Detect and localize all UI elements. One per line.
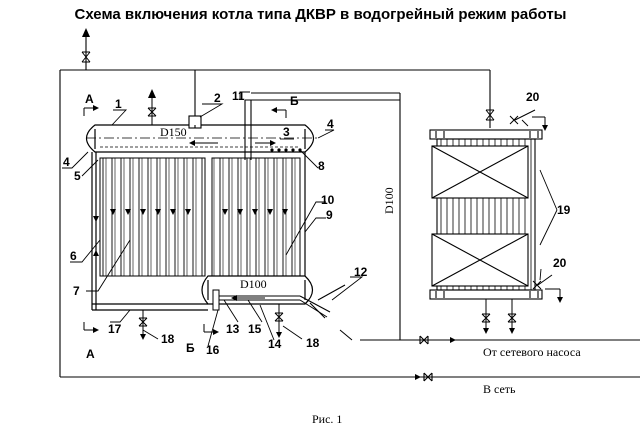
vent-top-arrow-icon (542, 125, 548, 131)
section-marks (83, 105, 287, 335)
bottom-collector-17 (92, 303, 208, 311)
label-d100-pipe: D100 (382, 187, 396, 214)
section-b-bottom: Б (186, 341, 195, 355)
callout-18-right: 18 (306, 336, 320, 350)
callout-14: 14 (268, 337, 282, 351)
air-vent-20-top (509, 109, 546, 127)
label-from-pump: От сетевого насоса (483, 345, 581, 359)
tube-flow-arrows (110, 209, 288, 215)
drain-valve-left (138, 310, 148, 335)
downcomer-arrow-down (93, 250, 99, 256)
return-pipe-elbow (339, 329, 353, 341)
callout-19: 19 (557, 203, 571, 217)
hx-drain1-arrow-icon (483, 328, 489, 334)
callout-2: 2 (214, 91, 221, 105)
section-a-bottom: А (86, 347, 95, 361)
top-arrow-icon (82, 28, 90, 37)
hx-top-valve (485, 109, 495, 121)
callout-5: 5 (74, 169, 81, 183)
pump-line (419, 335, 429, 345)
hx-drain2-arrow-icon (509, 328, 515, 334)
callout-8: 8 (318, 159, 325, 173)
inner-pipe-15 (212, 289, 331, 318)
network-line (60, 372, 640, 382)
drain-right-arrow-icon (276, 332, 282, 338)
section-b-top: Б (290, 94, 299, 108)
heat-exchanger-19 (429, 129, 543, 300)
separator-2 (188, 115, 202, 129)
vent-valve-top (81, 51, 91, 63)
callout-11: 11 (232, 89, 245, 103)
inlet-12 (309, 284, 346, 319)
callout-20-top: 20 (526, 90, 540, 104)
drain-left-arrow-icon (140, 334, 146, 340)
callout-leaders (62, 91, 558, 347)
tube-bank-right (211, 157, 301, 277)
callout-7: 7 (73, 284, 80, 298)
drum-vent (147, 96, 157, 125)
air-vent-20-bottom (532, 274, 561, 300)
callout-17: 17 (108, 322, 122, 336)
callout-10: 10 (321, 193, 335, 207)
diagram-title: Схема включения котла типа ДКВР в водогр… (74, 6, 567, 23)
callout-15: 15 (248, 322, 262, 336)
label-d150: D150 (160, 125, 187, 139)
callout-18-left: 18 (161, 332, 175, 346)
section-a-top: А (85, 92, 94, 106)
callout-9: 9 (326, 208, 333, 222)
vent-bottom-arrow-icon (557, 297, 563, 303)
inlet-pipe-11 (244, 92, 640, 341)
callout-3: 3 (283, 125, 290, 139)
callout-numbers: 1 2 3 4 4 5 6 7 8 9 10 11 12 13 14 15 16… (63, 89, 571, 357)
figure-caption: Рис. 1 (312, 412, 342, 426)
hx-bottom-valves (481, 299, 517, 330)
callout-4-left: 4 (63, 155, 70, 169)
label-to-network: В сеть (483, 382, 516, 396)
downcomer-arrow-up (93, 216, 99, 222)
drum-vent-arrow-icon (148, 89, 156, 98)
callout-13: 13 (226, 322, 240, 336)
callout-12: 12 (354, 265, 368, 279)
callout-20-bottom: 20 (553, 256, 567, 270)
callout-4-right: 4 (327, 117, 334, 131)
drain-valve-right (274, 304, 284, 333)
callout-1: 1 (115, 97, 122, 111)
tube-bank-left (99, 157, 206, 277)
lower-drum (201, 275, 314, 305)
callout-6: 6 (70, 249, 77, 263)
callout-16: 16 (206, 343, 220, 357)
label-d100-drum: D100 (240, 277, 267, 291)
